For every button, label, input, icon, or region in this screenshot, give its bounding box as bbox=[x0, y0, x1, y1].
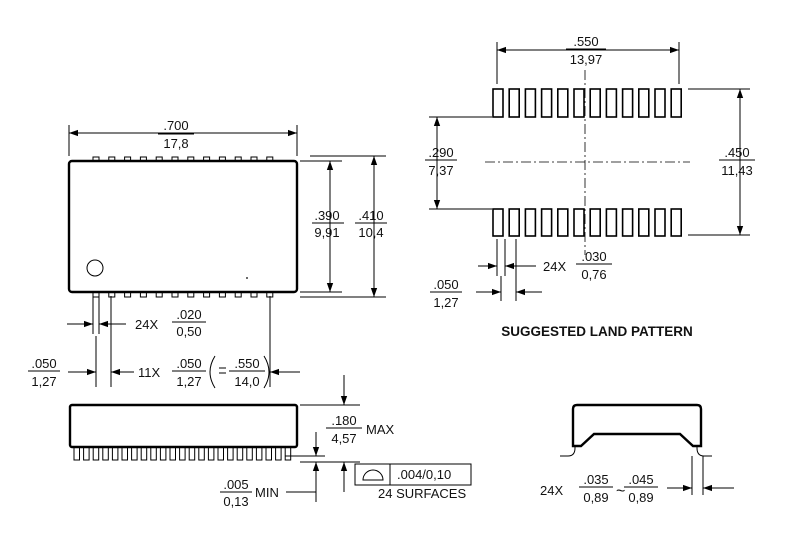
left-paren bbox=[209, 355, 216, 389]
land-pad bbox=[621, 88, 634, 118]
land-pad bbox=[605, 88, 618, 118]
end-max-in: .045 bbox=[628, 472, 653, 487]
span-total-in: .550 bbox=[234, 356, 259, 371]
land-pad bbox=[540, 88, 553, 118]
pin1-indicator bbox=[86, 259, 104, 277]
coplanarity-value: .004/0,10 bbox=[397, 467, 451, 482]
land-pitch-mm: 1,27 bbox=[433, 295, 458, 310]
standoff-suffix: MIN bbox=[255, 485, 279, 500]
land-pad bbox=[573, 88, 585, 118]
height-in: .180 bbox=[331, 413, 356, 428]
overall-width-mm: 10,4 bbox=[358, 225, 383, 240]
end-min-mm: 0,89 bbox=[583, 490, 608, 505]
side-view-body bbox=[68, 403, 299, 449]
land-pads-top bbox=[492, 88, 683, 118]
land-pad bbox=[589, 88, 602, 118]
coplanarity-note: 24 SURFACES bbox=[378, 486, 466, 501]
land-pad bbox=[508, 88, 521, 118]
body-width-mm: 9,91 bbox=[314, 225, 339, 240]
land-pad bbox=[573, 208, 585, 237]
land-pad bbox=[605, 208, 618, 237]
pitch-in: .050 bbox=[31, 356, 56, 371]
land-pad bbox=[621, 208, 634, 237]
standoff-in: .005 bbox=[223, 477, 248, 492]
end-view-body bbox=[571, 403, 703, 448]
side-view: .180 4,57 MAX .005 0,13 MIN .004/0,10 24… bbox=[68, 375, 472, 509]
land-pattern: .550 13,97 .290 7,37 .450 11,43 24X .030… bbox=[425, 34, 755, 339]
end-view-lead-left bbox=[560, 430, 576, 457]
land-pads-bottom bbox=[492, 208, 683, 237]
land-pad bbox=[637, 208, 650, 237]
overall-width-in: .410 bbox=[358, 208, 383, 223]
height-mm: 4,57 bbox=[331, 431, 356, 446]
land-pad bbox=[508, 208, 521, 237]
land-pad-width-mm: 0,76 bbox=[581, 267, 606, 282]
end-view-lead-right bbox=[696, 430, 712, 457]
land-pattern-title: SUGGESTED LAND PATTERN bbox=[501, 324, 693, 339]
land-pad bbox=[556, 88, 569, 118]
lead-width-mm: 0,50 bbox=[176, 324, 201, 339]
standoff-mm: 0,13 bbox=[223, 494, 248, 509]
end-view: 24X .035 0,89 ~ .045 0,89 bbox=[540, 403, 734, 505]
right-paren bbox=[263, 355, 270, 389]
span-total-mm: 14,0 bbox=[234, 374, 259, 389]
top-view-body bbox=[67, 159, 299, 294]
land-pitch-in: .050 bbox=[433, 277, 458, 292]
body-width-in: .390 bbox=[314, 208, 339, 223]
land-pad bbox=[540, 208, 553, 237]
land-pad bbox=[670, 88, 683, 118]
land-pad-width-in: .030 bbox=[581, 249, 606, 264]
land-inner-mm: 7,37 bbox=[428, 163, 453, 178]
land-pad bbox=[637, 88, 650, 118]
land-pad bbox=[654, 208, 666, 237]
land-pad bbox=[654, 88, 666, 118]
top-view: .700 17,8 .390 9,91 .410 10,4 24X .020 0… bbox=[28, 118, 387, 389]
end-max-mm: 0,89 bbox=[628, 490, 653, 505]
end-min-in: .035 bbox=[583, 472, 608, 487]
length-in: .700 bbox=[163, 118, 188, 133]
land-pad bbox=[524, 208, 537, 237]
lead-width-in: .020 bbox=[176, 307, 201, 322]
land-pad bbox=[556, 208, 569, 237]
land-pad bbox=[589, 208, 602, 237]
land-pad bbox=[670, 208, 683, 237]
span-count: 11X bbox=[138, 365, 160, 380]
lead-width-count: 24X bbox=[135, 317, 158, 332]
land-outer-mm: 11,43 bbox=[721, 163, 753, 178]
land-pad bbox=[492, 208, 504, 237]
coplanarity-frame bbox=[354, 463, 472, 486]
top-view-leads-top bbox=[92, 156, 274, 162]
land-span-in: .550 bbox=[573, 34, 598, 49]
profile-of-surface-icon bbox=[362, 469, 384, 481]
land-pad bbox=[492, 88, 504, 118]
marking-dot bbox=[246, 277, 248, 279]
end-count: 24X bbox=[540, 483, 563, 498]
land-outer-in: .450 bbox=[724, 145, 749, 160]
span-pitch-mm: 1,27 bbox=[176, 374, 201, 389]
end-range-symbol: ~ bbox=[616, 483, 625, 500]
height-suffix: MAX bbox=[366, 422, 395, 437]
pitch-mm: 1,27 bbox=[31, 374, 56, 389]
land-span-mm: 13,97 bbox=[570, 52, 603, 67]
length-mm: 17,8 bbox=[163, 136, 188, 151]
land-pad bbox=[524, 88, 537, 118]
land-inner-in: .290 bbox=[428, 145, 453, 160]
span-pitch-in: .050 bbox=[176, 356, 201, 371]
land-pad-count: 24X bbox=[543, 259, 566, 274]
